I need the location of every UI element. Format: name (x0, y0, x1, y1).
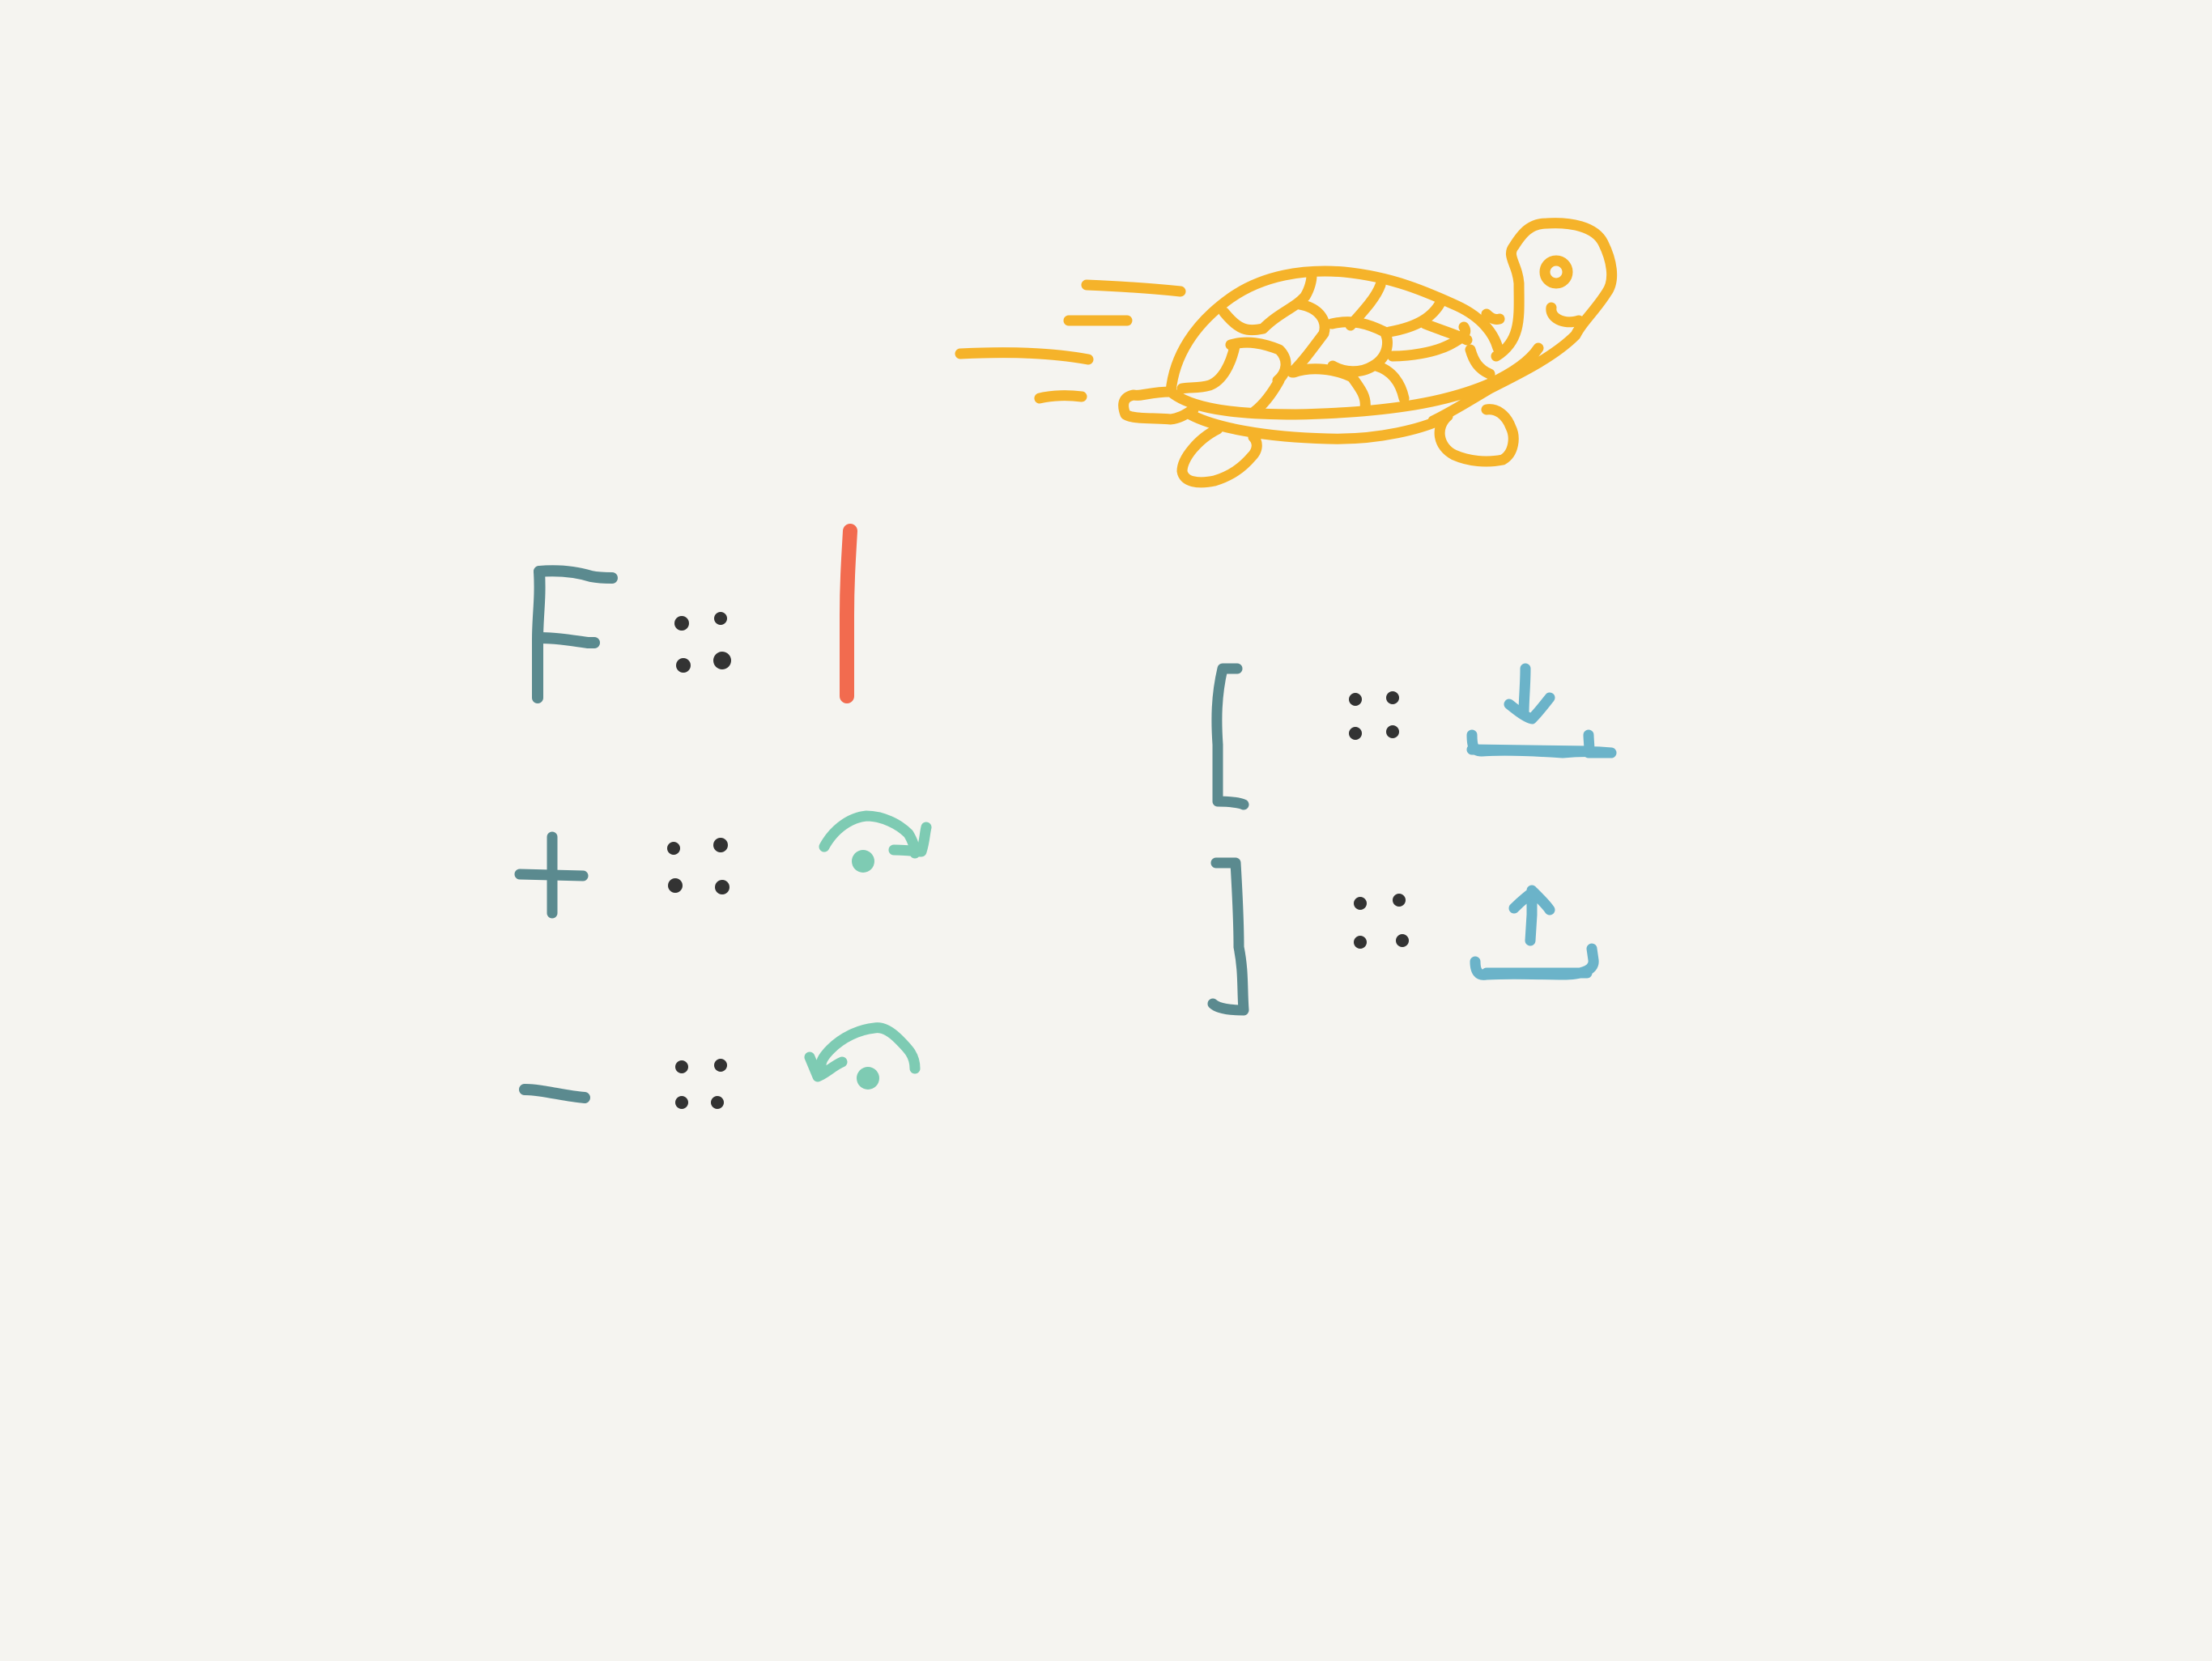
rule-close-bracket (1207, 857, 1599, 1016)
f-symbol (532, 565, 618, 703)
separator-double-colon (667, 838, 730, 894)
forward-line-icon (840, 524, 857, 703)
turtle-front-leg (1434, 404, 1519, 467)
speed-line-1 (1081, 279, 1186, 297)
rule-plus (514, 810, 932, 919)
turtle-tail (1118, 386, 1199, 425)
rule-minus (519, 1022, 921, 1109)
turtle-shell (1165, 266, 1504, 397)
separator-double-colon (675, 1059, 727, 1109)
turtle-back-leg (1176, 423, 1262, 488)
close-bracket-symbol (1207, 857, 1249, 1016)
open-bracket-symbol (1211, 663, 1249, 810)
rule-open-bracket (1211, 663, 1617, 810)
speed-line-3 (955, 347, 1094, 365)
minus-symbol (519, 1084, 590, 1103)
turtle-neck (1427, 218, 1618, 427)
plus-symbol (514, 831, 589, 919)
rule-f (532, 524, 857, 703)
rotate-counterclockwise-icon (804, 1022, 921, 1090)
speeding-turtle-icon (955, 218, 1618, 488)
pop-up-icon (1470, 885, 1599, 980)
turtle-eye (1539, 255, 1573, 289)
rotate-clockwise-icon (819, 810, 932, 873)
separator-double-colon (1349, 691, 1399, 740)
turtle-mouth (1546, 302, 1585, 328)
push-down-icon (1466, 663, 1617, 758)
separator-double-colon (674, 612, 731, 673)
separator-double-colon (1354, 894, 1409, 949)
speed-line-4 (1034, 390, 1087, 404)
